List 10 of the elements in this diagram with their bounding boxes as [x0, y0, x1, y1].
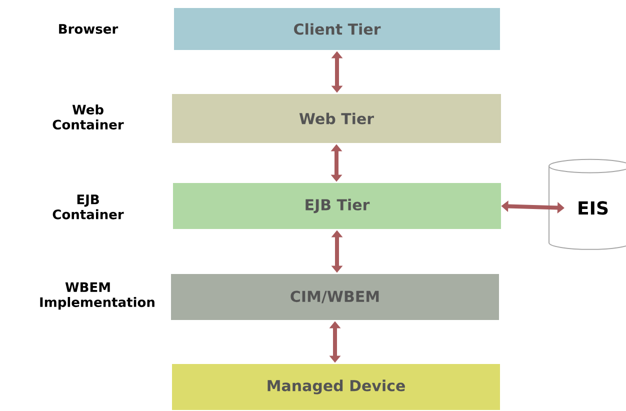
side-label: WBEM Implementation: [40, 282, 154, 310]
side-label: Browser: [59, 24, 118, 34]
tier-box: Managed Device: [172, 364, 500, 410]
side-label: EJB Container: [52, 194, 124, 220]
side-label: Web Container: [52, 104, 124, 130]
tier-box: Client Tier: [174, 8, 500, 50]
database-cylinder: EIS: [548, 158, 626, 250]
tier-box: EJB Tier: [173, 183, 501, 229]
tier-box: CIM/WBEM: [171, 274, 499, 320]
tier-box: Web Tier: [172, 94, 501, 143]
